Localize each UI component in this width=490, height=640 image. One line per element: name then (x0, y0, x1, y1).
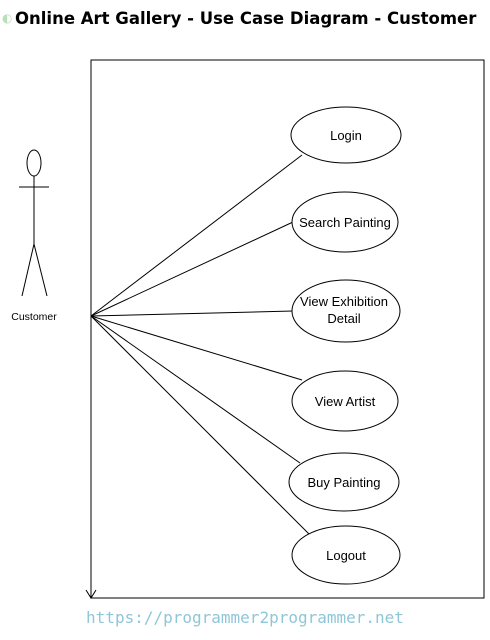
use-case-search-painting: Search Painting (291, 191, 399, 253)
use-case-buy-painting: Buy Painting (288, 452, 400, 512)
system-boundary (90, 59, 485, 599)
use-case-label-line-2: Detail (327, 311, 360, 326)
actor-right-leg (33, 243, 48, 297)
use-case-view-artist: View Artist (291, 370, 399, 432)
page-title: Online Art Gallery - Use Case Diagram - … (15, 9, 477, 28)
actor-left-leg (21, 243, 35, 297)
use-case-view-exhibition-detail: View Exhibition Detail (291, 279, 401, 343)
actor-head (26, 149, 42, 177)
association-login (90, 154, 303, 317)
use-case-label: Buy Painting (308, 475, 381, 490)
associations (90, 154, 311, 536)
association-view-artist (90, 315, 303, 381)
title-leaf-icon: ◐ (2, 11, 13, 25)
use-case-label: Login (330, 128, 362, 143)
boundary-arrow (85, 589, 484, 599)
use-case-label: Logout (326, 548, 366, 563)
use-case-login: Login (290, 106, 402, 164)
association-view-exhibition-detail (90, 310, 294, 317)
association-logout (90, 315, 311, 536)
use-case-label: Search Painting (299, 215, 391, 230)
footer-url[interactable]: https://programmer2programmer.net (86, 608, 404, 627)
association-search-painting (90, 221, 294, 317)
actor-label: Customer (11, 311, 57, 323)
actor-figure (19, 149, 49, 297)
use-case-label-line-1: View Exhibition (300, 294, 388, 309)
use-case-logout: Logout (291, 525, 401, 585)
use-case-label: View Artist (315, 394, 376, 409)
association-buy-painting (90, 315, 301, 464)
